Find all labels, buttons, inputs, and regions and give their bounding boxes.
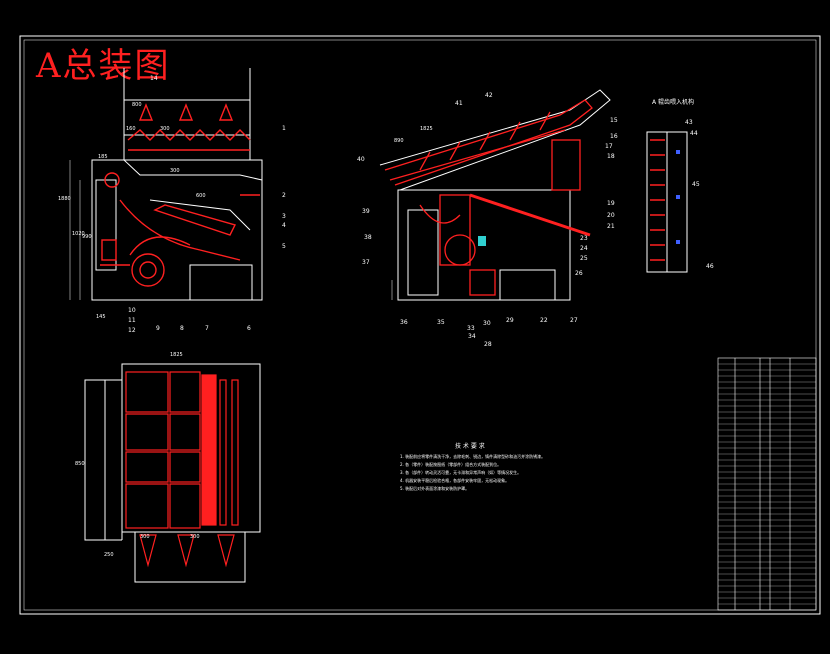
dim-plan-bottom-b: 300 — [190, 534, 200, 540]
part-label-18: 18 — [607, 153, 615, 160]
tech-line-5: 5. 装配后对外表面涂漆和安装防护罩。 — [400, 485, 469, 491]
part-label-45: 45 — [692, 181, 700, 188]
part-label-38: 38 — [364, 234, 372, 241]
part-label-26: 26 — [575, 270, 583, 277]
part-label-41: 41 — [455, 100, 463, 107]
dim-height-inner: 1020 — [72, 231, 85, 237]
part-label-2: 2 — [282, 192, 286, 199]
part-label-43: 43 — [685, 119, 693, 126]
dim-height-total: 1880 — [58, 196, 71, 202]
title-block-rows — [718, 363, 816, 605]
part-label-25: 25 — [580, 255, 588, 262]
detail-a-blue-marks — [676, 150, 680, 244]
part-number-labels: 1234567891011121415161718192021222324252… — [128, 75, 714, 348]
part-label-39: 39 — [362, 208, 370, 215]
part-label-21: 21 — [607, 223, 615, 230]
part-label-33: 33 — [467, 325, 475, 332]
front-view — [69, 68, 263, 301]
part-label-9: 9 — [156, 325, 160, 332]
dim-top-width-c: 300 — [160, 126, 170, 132]
part-label-19: 19 — [607, 200, 615, 207]
part-label-11: 11 — [128, 317, 136, 324]
part-label-23: 23 — [580, 235, 588, 242]
front-view-parts — [100, 103, 260, 287]
dim-plan-width: 1825 — [170, 352, 183, 358]
part-label-44: 44 — [690, 130, 698, 137]
part-label-15: 15 — [610, 117, 618, 124]
part-label-10: 10 — [128, 307, 136, 314]
part-label-7: 7 — [205, 325, 209, 332]
dim-top-width-d: 300 — [170, 168, 180, 174]
tech-line-2: 2. 各（零件）装配按图纸（零部件）组合方式装配到位。 — [400, 461, 501, 467]
plan-view — [84, 363, 261, 583]
part-label-40: 40 — [357, 156, 365, 163]
detail-a-parts — [650, 139, 665, 261]
tech-line-3: 3. 各（部件）转动灵活可靠，无卡滞和异常声响（如）等情况发生。 — [400, 469, 521, 475]
part-label-4: 4 — [282, 222, 286, 229]
part-label-16: 16 — [610, 133, 618, 140]
part-label-3: 3 — [282, 213, 286, 220]
dim-height-small: 990 — [82, 234, 92, 240]
dim-plan-height: 850 — [75, 461, 85, 467]
part-label-27: 27 — [570, 317, 578, 324]
tech-line-1: 1. 装配前应将零件清洗干净，去除毛刺、锐边，铸件清除型砂和油污并涂防锈漆。 — [400, 453, 545, 459]
tech-line-4: 4. 机器安装平稳后检验合格，各部件安装牢固，无松动现象。 — [400, 477, 509, 483]
part-label-42: 42 — [485, 92, 493, 99]
side-view-parts — [384, 99, 593, 296]
side-view-accent-part — [478, 236, 486, 246]
tech-requirements-title: 技 术 要 求 — [455, 442, 485, 450]
part-label-28: 28 — [484, 341, 492, 348]
dim-top-width-b: 160 — [126, 126, 136, 132]
part-label-20: 20 — [607, 212, 615, 219]
plan-view-parts — [125, 371, 239, 568]
dim-small: 185 — [98, 154, 108, 160]
dim-plan-bottom-a: 300 — [140, 534, 150, 540]
dim-inner-width: 600 — [196, 193, 206, 199]
part-label-5: 5 — [282, 243, 286, 250]
part-label-29: 29 — [506, 317, 514, 324]
part-label-34: 34 — [468, 333, 476, 340]
part-label-6: 6 — [247, 325, 251, 332]
side-view — [379, 89, 611, 301]
drawing-frame — [19, 35, 821, 615]
dim-side-a: 890 — [394, 138, 404, 144]
part-label-30: 30 — [483, 320, 491, 327]
part-label-8: 8 — [180, 325, 184, 332]
dim-top-width-a: 800 — [132, 102, 142, 108]
detail-a — [646, 131, 688, 273]
part-label-37: 37 — [362, 259, 370, 266]
dim-side-b: 1825 — [420, 126, 433, 132]
part-label-46: 46 — [706, 263, 714, 270]
part-label-14: 14 — [150, 75, 158, 82]
part-label-22: 22 — [540, 317, 548, 324]
drawing-title: A总装图 — [36, 46, 171, 86]
drawing-inner-frame — [23, 39, 817, 611]
dim-bottom-left: 145 — [96, 314, 106, 320]
dim-plan-bottom-c: 250 — [104, 552, 114, 558]
part-label-12: 12 — [128, 327, 136, 334]
part-label-35: 35 — [437, 319, 445, 326]
detail-a-title: A 辊齿喂入机构 — [652, 98, 694, 106]
part-label-1: 1 — [282, 125, 286, 132]
part-label-36: 36 — [400, 319, 408, 326]
part-label-24: 24 — [580, 245, 588, 252]
part-label-17: 17 — [605, 143, 613, 150]
